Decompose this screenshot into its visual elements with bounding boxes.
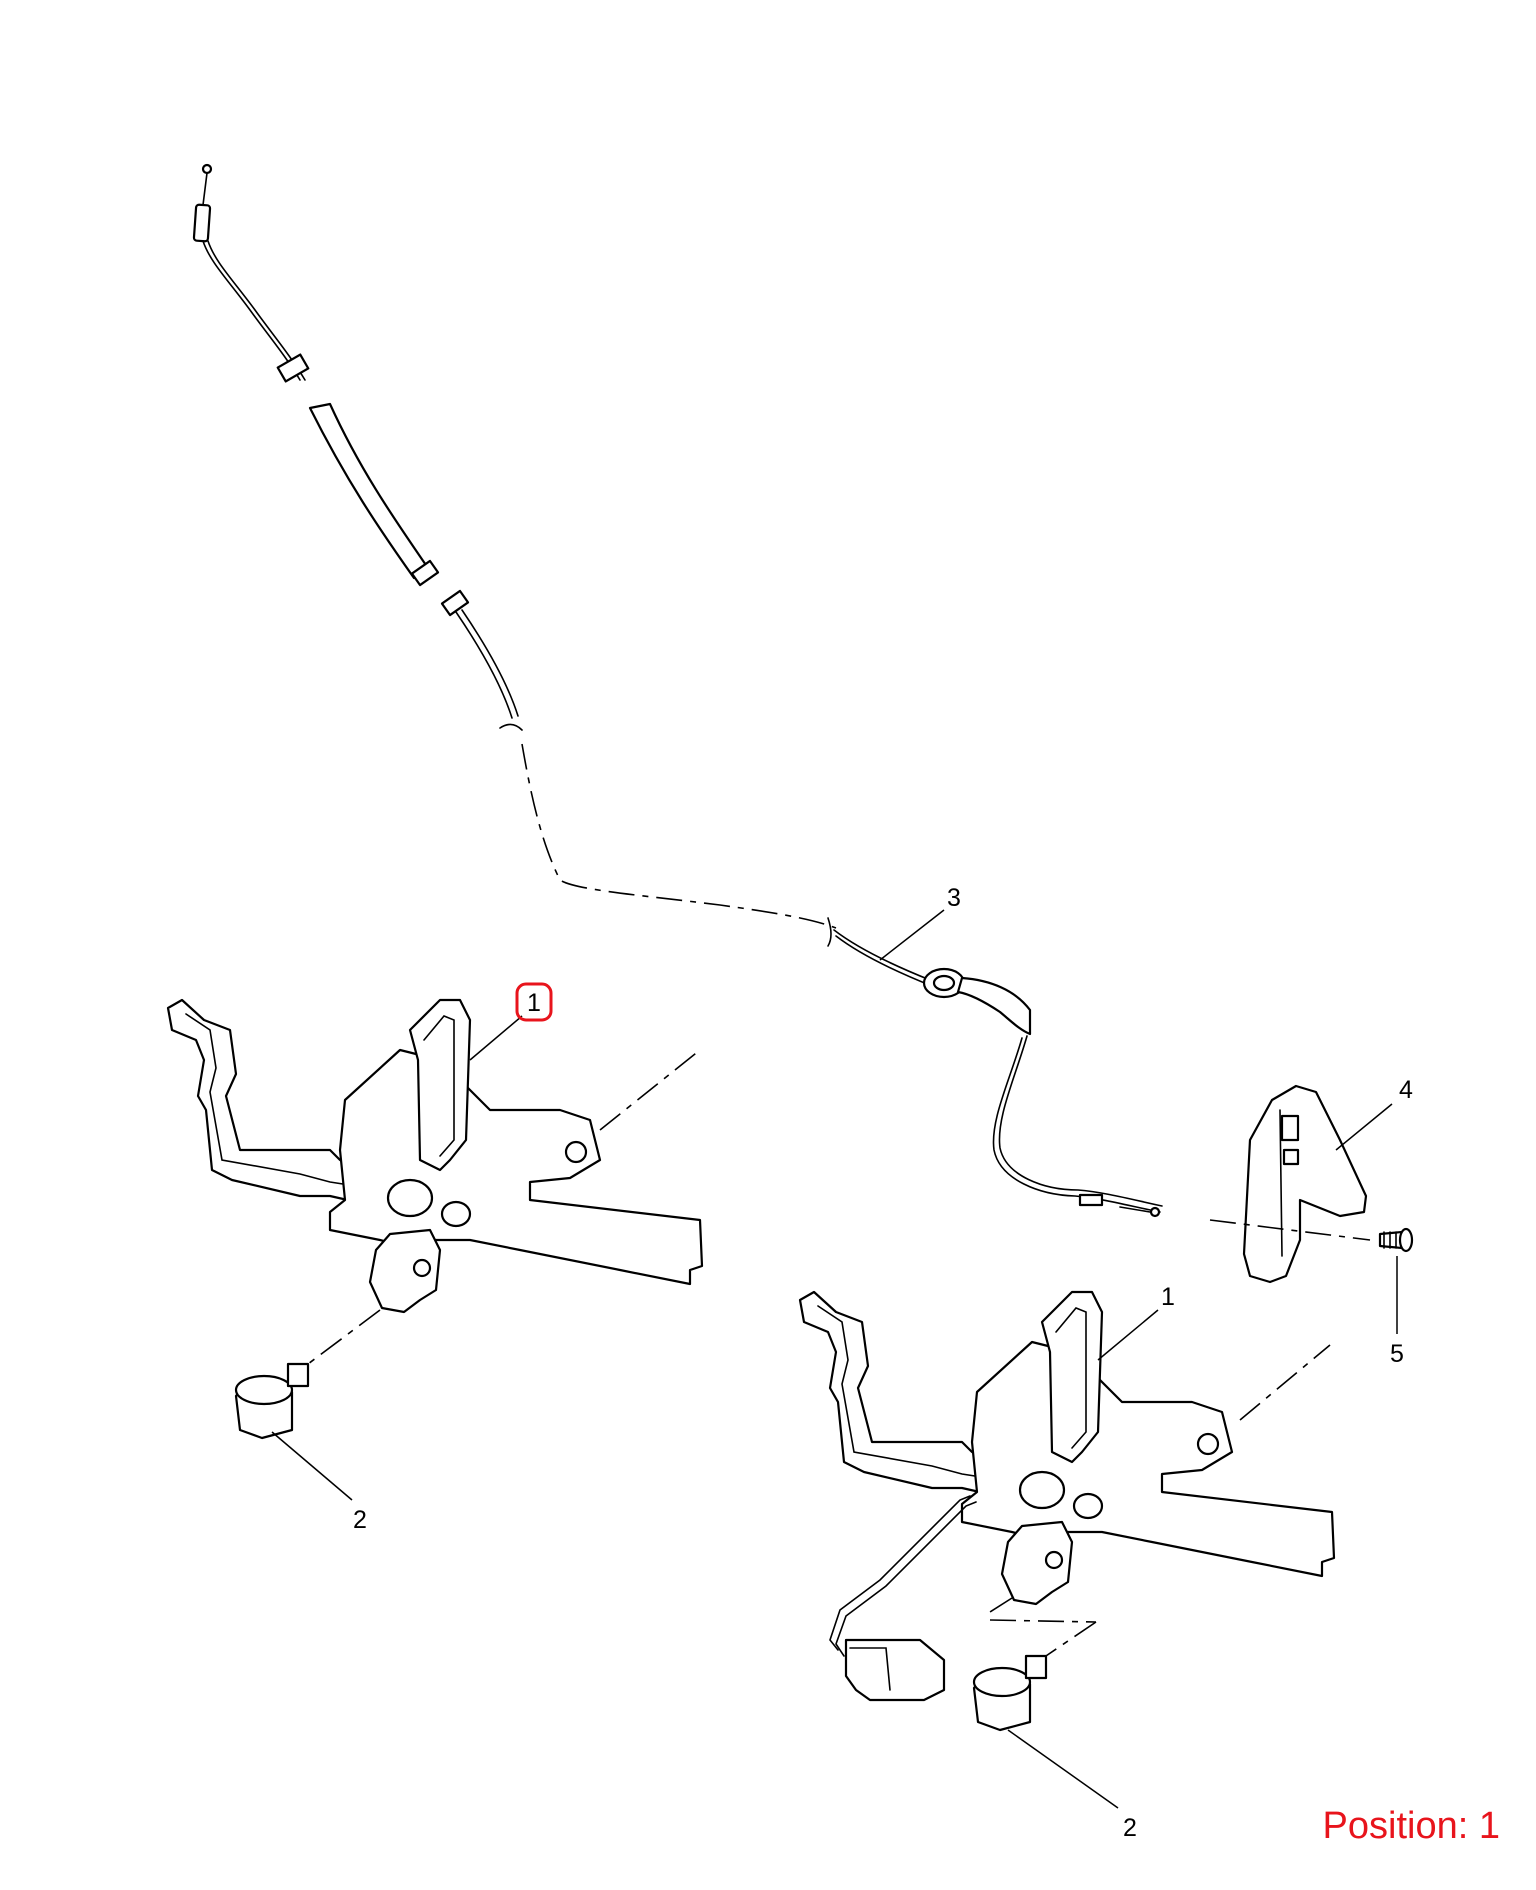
- bolt-left: [234, 1362, 310, 1440]
- bolt-right: [972, 1654, 1048, 1732]
- release-cable: [192, 163, 1163, 1218]
- position-label: Position: 1: [1322, 1805, 1500, 1847]
- callout-bolt-left[interactable]: 2: [353, 1506, 367, 1534]
- hood-latch-left: [166, 998, 704, 1371]
- screw: [1378, 1227, 1414, 1253]
- callout-bolt-right[interactable]: 2: [1123, 1814, 1137, 1842]
- selected-callout-highlight: [515, 982, 553, 1022]
- callout-latch-left[interactable]: 1: [527, 989, 541, 1017]
- callout-latch-right[interactable]: 1: [1161, 1283, 1175, 1311]
- callout-screw[interactable]: 5: [1390, 1340, 1404, 1368]
- hood-latch-right: [798, 1290, 1336, 1702]
- release-handle: [1209, 1084, 1371, 1284]
- leader-lines: [271, 909, 1398, 1809]
- callout-handle[interactable]: 4: [1399, 1076, 1413, 1104]
- callout-cable[interactable]: 3: [947, 884, 961, 912]
